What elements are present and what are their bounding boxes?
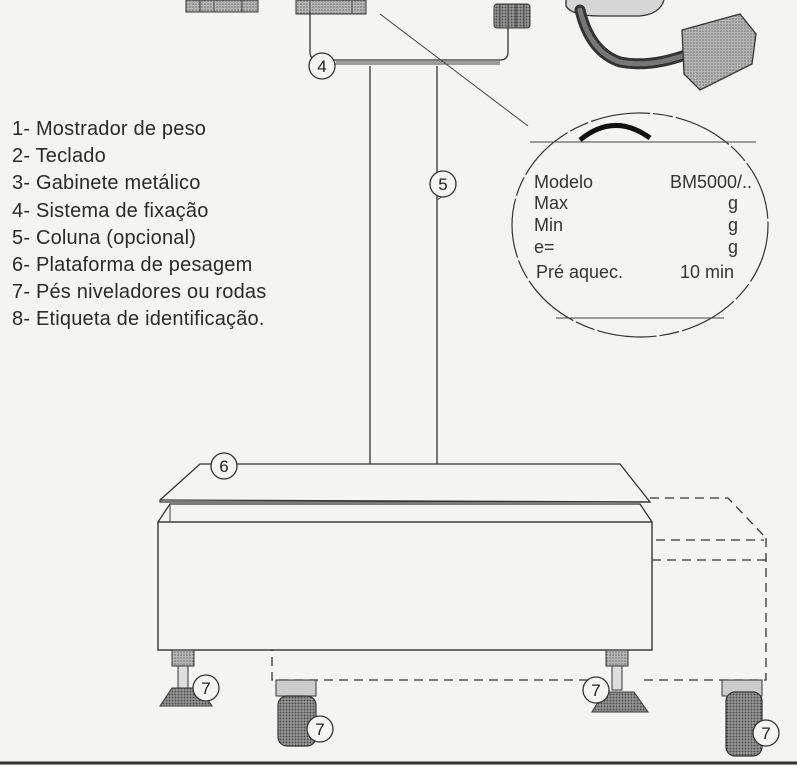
callout-6: 6 <box>210 452 238 480</box>
plate-e-unit: g <box>728 237 738 257</box>
legend-item-column: 5- Coluna (opcional) <box>12 226 197 249</box>
callout-4: 4 <box>308 52 336 80</box>
callout-7-foot-left: 7 <box>192 674 220 702</box>
plate-e-label: e= <box>534 237 555 257</box>
legend-item-mounting: 4- Sistema de fixação <box>12 199 209 222</box>
callout-7-number: 7 <box>315 720 324 739</box>
plate-max-label: Max <box>534 193 568 213</box>
callout-5-number: 5 <box>438 175 447 194</box>
legend-item-feet: 7- Pés niveladores ou rodas <box>12 281 267 304</box>
mounting-bracket <box>309 12 509 65</box>
label-plate-callout: Modelo BM5000/.. Max g Min g e= g Pré aq… <box>511 112 769 338</box>
cable-gland <box>493 3 531 29</box>
column <box>369 66 438 466</box>
display-housing-bottom <box>565 0 665 17</box>
callout-5: 5 <box>429 170 457 201</box>
parts-legend: 1- Mostrador de peso 2- Teclado 3- Gabin… <box>12 116 266 334</box>
legend-item-label: 8- Etiqueta de identificação. <box>12 308 265 331</box>
legend-item-keypad: 2- Teclado <box>12 145 106 168</box>
callout-7-number: 7 <box>761 724 770 743</box>
callout-4-number: 4 <box>317 57 326 76</box>
plate-min-unit: g <box>728 215 738 235</box>
label-leader-line <box>379 13 529 127</box>
callout-7-wheel-left: 7 <box>306 715 334 743</box>
wheeled-base-outline <box>271 497 767 681</box>
callout-7-wheel-right: 7 <box>752 719 780 747</box>
callout-6-number: 6 <box>219 457 228 476</box>
weighing-platform <box>159 463 652 503</box>
top-connectors <box>185 0 367 15</box>
legend-item-display: 1- Mostrador de peso <box>12 118 207 140</box>
callout-7-foot-right: 7 <box>582 676 610 704</box>
plate-max-unit: g <box>728 193 738 213</box>
legend-item-cabinet: 3- Gabinete metálico <box>12 172 201 195</box>
plate-modelo-value: BM5000/.. <box>670 172 752 192</box>
plate-modelo-label: Modelo <box>534 172 593 192</box>
callout-7-number: 7 <box>201 679 210 698</box>
power-cable-and-plug <box>574 4 757 91</box>
wheel-left <box>275 679 317 747</box>
plate-warmup-label: Pré aquec. <box>536 262 623 282</box>
wheel-right <box>721 679 763 757</box>
callout-7-number: 7 <box>591 681 600 700</box>
legend-item-platform: 6- Plataforma de pesagem <box>12 254 253 277</box>
plate-warmup-value: 10 min <box>680 262 734 282</box>
metal-cabinet <box>157 503 653 651</box>
plate-min-label: Min <box>534 215 563 235</box>
